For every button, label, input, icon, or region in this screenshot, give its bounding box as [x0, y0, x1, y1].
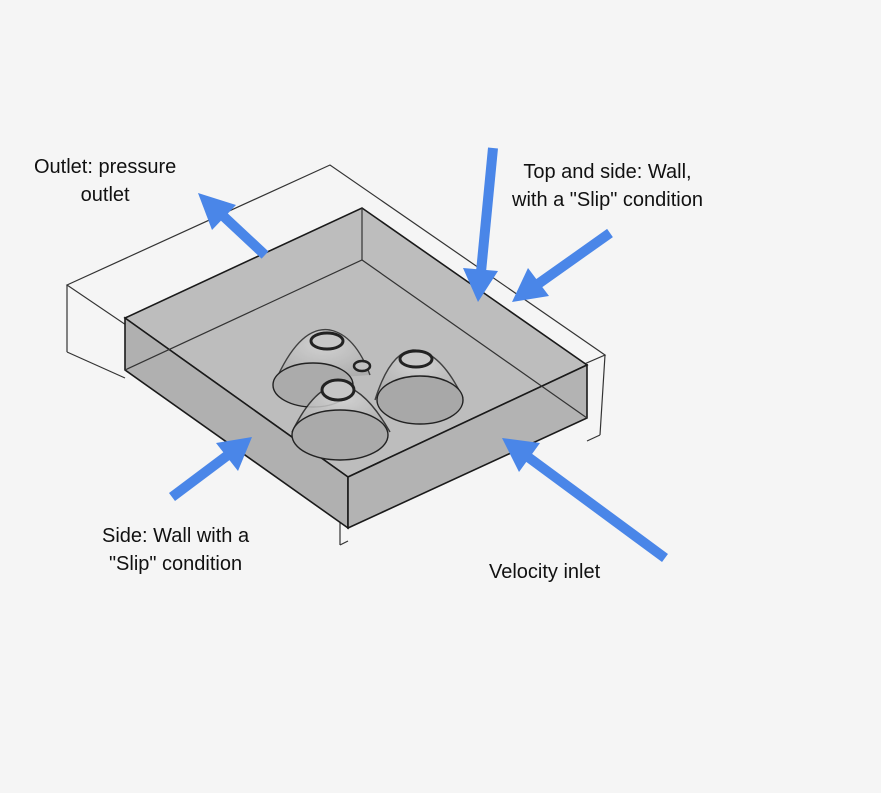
- label-line: Velocity inlet: [489, 561, 601, 583]
- label-side: Side: Wall with a "Slip" condition: [102, 522, 249, 578]
- label-line: outlet: [80, 184, 130, 206]
- label-line: Top and side: Wall,: [523, 161, 692, 183]
- label-top-side: Top and side: Wall, with a "Slip" condit…: [512, 158, 703, 214]
- label-line: "Slip" condition: [108, 553, 243, 575]
- arrows: [169, 147, 668, 563]
- arrow-inlet: [502, 438, 668, 563]
- label-line: Outlet: pressure: [34, 156, 177, 178]
- arrow-top: [463, 147, 498, 302]
- arrow-side-right: [512, 228, 613, 302]
- label-line: with a "Slip" condition: [512, 189, 703, 211]
- arrow-side-left: [169, 437, 252, 501]
- label-line: Side: Wall with a: [102, 525, 250, 547]
- label-inlet: Velocity inlet: [489, 558, 600, 586]
- inner-gray-box: [123, 207, 589, 530]
- arrow-outlet: [198, 193, 269, 259]
- bowl-geometry: [272, 328, 464, 461]
- label-outlet: Outlet: pressure outlet: [34, 153, 176, 209]
